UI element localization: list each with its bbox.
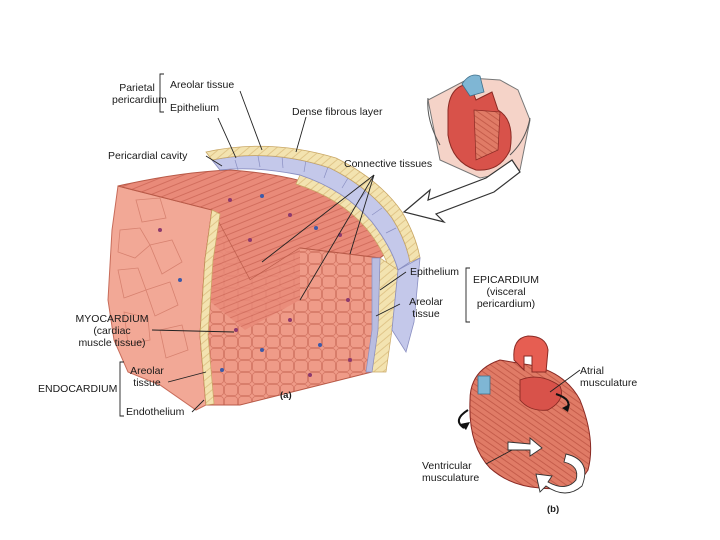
endocardium-label: ENDOCARDIUM xyxy=(38,383,117,395)
atrial-musculature-label: Atrial musculature xyxy=(580,365,637,389)
ventricular-line-1: Ventricular xyxy=(422,460,479,472)
areolar-bottom-line-2: tissue xyxy=(126,377,168,389)
atrial-line-2: musculature xyxy=(580,377,637,389)
areolar-tissue-top-label: Areolar tissue xyxy=(170,79,234,91)
areolar-bottom-line-1: Areolar xyxy=(126,365,168,377)
dense-fibrous-layer-label: Dense fibrous layer xyxy=(292,106,382,118)
myocardium-line-2: (cardiac xyxy=(70,325,154,337)
epithelium-right-label: Epithelium xyxy=(410,266,459,278)
panel-b-label: (b) xyxy=(547,504,559,516)
areolar-tissue-right-label: Areolar tissue xyxy=(404,296,448,320)
heart-b-vessel xyxy=(478,376,490,394)
areolar-right-line-2: tissue xyxy=(404,308,448,320)
ventricular-line-2: musculature xyxy=(422,472,479,484)
endothelium-label: Endothelium xyxy=(126,406,184,418)
myocardium-label: MYOCARDIUM (cardiac muscle tissue) xyxy=(70,313,154,349)
parietal-pericardium-line-2: pericardium xyxy=(112,94,162,106)
panel-a-label: (a) xyxy=(280,390,292,402)
epicardium-label: EPICARDIUM (visceral pericardium) xyxy=(470,274,542,310)
areolar-right-line-1: Areolar xyxy=(404,296,448,308)
inset-heart xyxy=(428,75,530,178)
pericardial-cavity-label: Pericardial cavity xyxy=(108,150,187,162)
epicardium-line-1: EPICARDIUM xyxy=(470,274,542,286)
myocardium-line-1: MYOCARDIUM xyxy=(70,313,154,325)
ventricular-musculature-label: Ventricular musculature xyxy=(422,460,479,484)
epithelium-top-label: Epithelium xyxy=(170,102,219,114)
myocardium-line-3: muscle tissue) xyxy=(70,337,154,349)
areolar-tissue-bottom-label: Areolar tissue xyxy=(126,365,168,389)
parietal-pericardium-label: Parietal pericardium xyxy=(112,82,162,106)
connective-tissues-label: Connective tissues xyxy=(344,158,432,170)
atrial-line-1: Atrial xyxy=(580,365,637,377)
epicardium-line-3: pericardium) xyxy=(470,298,542,310)
epicardium-line-2: (visceral xyxy=(470,286,542,298)
parietal-pericardium-line-1: Parietal xyxy=(112,82,162,94)
